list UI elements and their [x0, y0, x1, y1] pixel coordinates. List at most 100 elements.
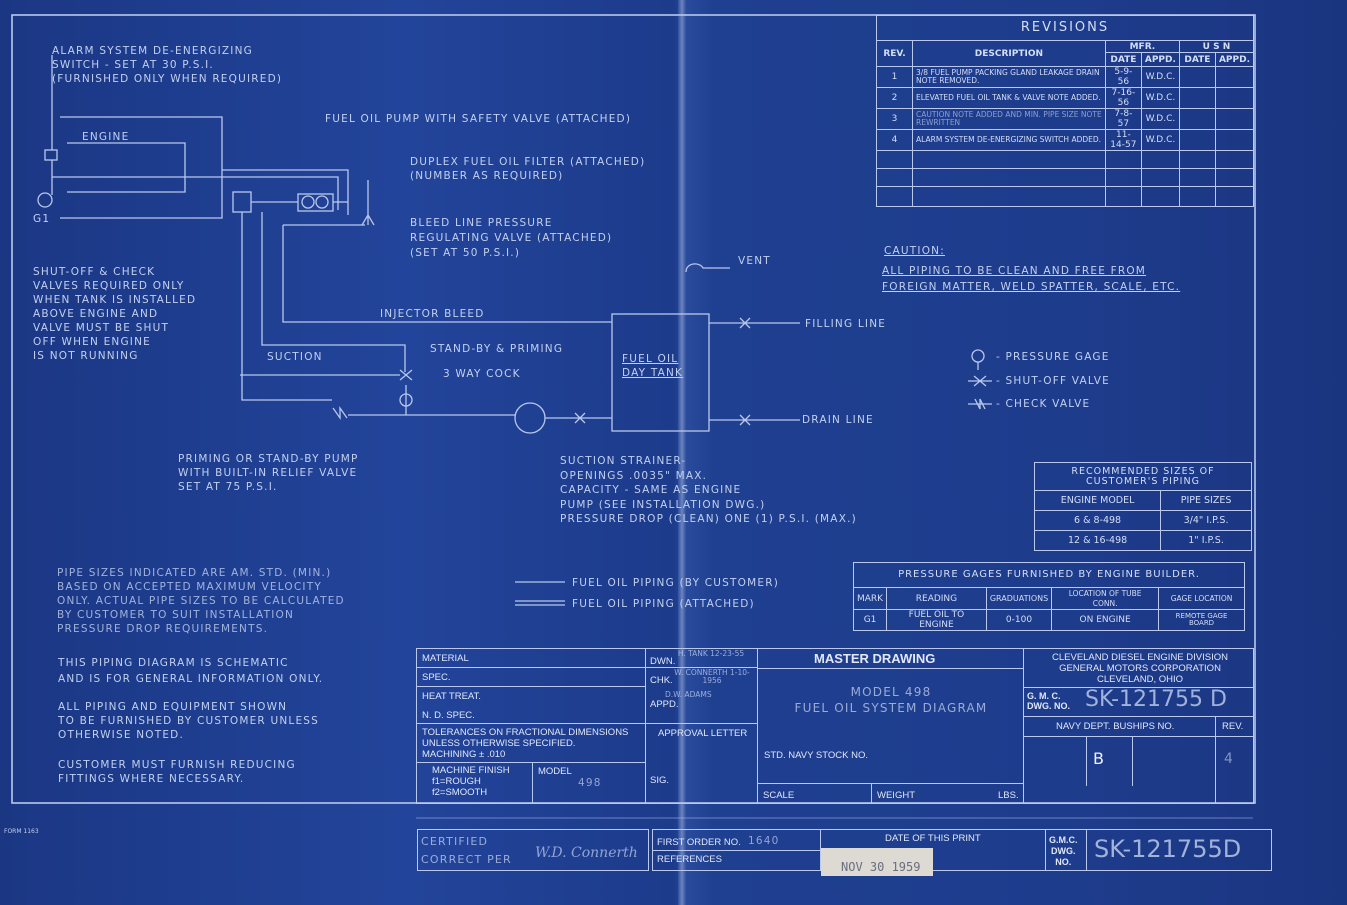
title-block: [416, 648, 1254, 804]
rev-description: CAUTION NOTE ADDED AND MIN. PIPE SIZE NO…: [912, 108, 1106, 130]
col-usn-appd: APPD.: [1214, 52, 1255, 67]
fuel-line-return: [52, 176, 339, 210]
label-weight: WEIGHT: [877, 790, 915, 801]
drawing-size: B: [1093, 749, 1106, 768]
label-suction: SUCTION: [267, 351, 323, 363]
engine-outline: [60, 116, 223, 219]
pipe-size: 3/4" I.P.S.: [1160, 510, 1252, 531]
legend-check-valve: - CHECK VALVE: [996, 398, 1091, 410]
pressure-gages-table: PRESSURE GAGES FURNISHED BY ENGINE BUILD…: [852, 562, 1245, 631]
col-reading: READING: [886, 587, 987, 610]
form-number: FORM 1163: [4, 828, 39, 835]
col-pipe-sizes: PIPE SIZES: [1160, 490, 1252, 511]
rev-description: ALARM SYSTEM DE-ENERGIZING SWITCH ADDED.: [912, 129, 1106, 151]
label-engine: ENGINE: [82, 131, 130, 143]
legend-customer-piping: FUEL OIL PIPING (BY CUSTOMER): [572, 577, 780, 589]
label-approval-letter: APPROVAL LETTER: [658, 728, 748, 739]
label-date-of-print: DATE OF THIS PRINT: [885, 833, 981, 844]
note-furnished: ALL PIPING AND EQUIPMENT SHOWN TO BE FUR…: [58, 701, 320, 741]
rev-appd: W.D.C.: [1140, 129, 1180, 151]
label-tolerances: TOLERANCES ON FRACTIONAL DIMENSIONS UNLE…: [422, 727, 629, 760]
chk-value: W. CONNERTH 1-10-1956: [674, 668, 750, 685]
rev-number: 3: [876, 108, 913, 130]
col-mfr-date: DATE: [1104, 52, 1142, 67]
certifier-signature: W.D. Connerth: [535, 845, 638, 861]
label-navy-stock: STD. NAVY STOCK NO.: [764, 750, 868, 761]
label-references: REFERENCES: [657, 854, 722, 865]
pipe-size: 1" I.P.S.: [1160, 530, 1252, 551]
rev-date: 5-9-56: [1104, 66, 1142, 88]
suction-line: [241, 212, 515, 416]
revisions-title: REVISIONS: [876, 15, 1254, 41]
bleed-valve-icon: [361, 180, 375, 226]
label-heat-treat: HEAT TREAT.: [422, 691, 481, 702]
label-appd: APPD.: [650, 699, 679, 710]
label-rev: REV.: [1222, 721, 1244, 732]
suction-strainer-icon: [514, 402, 546, 434]
label-model: MODEL: [538, 766, 572, 777]
note-pipe-sizes: PIPE SIZES INDICATED ARE AM. STD. (MIN.)…: [57, 567, 345, 635]
caution-title: CAUTION:: [884, 245, 945, 257]
engine-model: 6 & 8-498: [1033, 510, 1162, 531]
legend-pressure-gage: - PRESSURE GAGE: [996, 351, 1110, 363]
rev-appd: W.D.C.: [1140, 66, 1180, 88]
vent-pipe: [685, 263, 730, 273]
legend-attached-piping: FUEL OIL PIPING (ATTACHED): [572, 598, 755, 610]
revision-number: 4: [1224, 751, 1235, 767]
standby-line: [240, 212, 406, 376]
fuel-pump-icon: [232, 191, 252, 213]
rev-date: 7-8-57: [1104, 108, 1142, 130]
fuel-line-supply: [222, 169, 349, 215]
label-buships: NAVY DEPT. BUSHIPS NO.: [1056, 721, 1175, 732]
drawing-number: SK-121755 D: [1085, 687, 1227, 712]
pipe-table-title: RECOMMENDED SIZES OF CUSTOMER'S PIPING: [1034, 462, 1252, 491]
col-graduations: GRADUATIONS: [985, 587, 1053, 610]
day-tank-outline: [611, 313, 710, 432]
note-reducing: CUSTOMER MUST FURNISH REDUCING FITTINGS …: [58, 759, 296, 785]
certified-box: [417, 829, 649, 871]
rev-appd: W.D.C.: [1140, 108, 1180, 130]
col-engine-model: ENGINE MODEL: [1033, 490, 1162, 511]
label-chk: CHK.: [650, 675, 673, 686]
three-way-cock-icon: [399, 369, 413, 381]
caution-text: ALL PIPING TO BE CLEAN AND FREE FROM FOR…: [882, 265, 1181, 293]
label-lbs: LBS.: [998, 790, 1019, 801]
label-drain-line: DRAIN LINE: [802, 414, 874, 426]
note-suction-strainer: SUCTION STRAINER- OPENINGS .0035" MAX. C…: [560, 455, 857, 525]
label-nd-spec: N. D. SPEC.: [422, 710, 475, 721]
alarm-switch-icon: [44, 149, 58, 161]
label-three-way-cock: 3 WAY COCK: [443, 368, 521, 380]
col-description: DESCRIPTION: [912, 40, 1106, 67]
certified-label: CERTIFIED CORRECT PER: [421, 835, 512, 866]
col-usn: U S N: [1178, 40, 1255, 53]
print-date-stamp: NOV 30 1959: [821, 848, 933, 876]
engine-inner: [67, 142, 186, 193]
col-usn-date: DATE: [1178, 52, 1216, 67]
col-mfr: MFR.: [1104, 40, 1180, 53]
dwn-value: H. TANK 12-23-55: [677, 649, 745, 658]
label-filling-line: FILLING LINE: [805, 318, 887, 330]
drawing-title: MODEL 498 FUEL OIL SYSTEM DIAGRAM: [794, 685, 988, 715]
label-bottom-dwg-no: G.M.C. DWG. NO.: [1049, 835, 1078, 867]
label-sig: SIG.: [650, 775, 670, 786]
note-alarm-switch: ALARM SYSTEM DE-ENERGIZING SWITCH - SET …: [52, 45, 283, 85]
engine-model: 12 & 16-498: [1033, 530, 1162, 551]
legend-shutoff-valve: - SHUT-OFF VALVE: [996, 375, 1110, 387]
gage-table-title: PRESSURE GAGES FURNISHED BY ENGINE BUILD…: [853, 562, 1245, 588]
label-standby-priming: STAND-BY & PRIMING: [430, 343, 564, 355]
check-valve-icon: [332, 405, 348, 421]
label-dwg-no: G. M. C. DWG. NO.: [1027, 691, 1070, 711]
note-bleed-valve: BLEED LINE PRESSURE REGULATING VALVE (AT…: [410, 217, 613, 259]
rev-appd: W.D.C.: [1140, 87, 1180, 109]
gage-reading: FUEL OIL TO ENGINE: [886, 609, 987, 631]
col-mark: MARK: [852, 587, 888, 610]
label-machine-finish: MACHINE FINISH f1=ROUGH f2=SMOOTH: [432, 765, 510, 798]
label-dwn: DWN.: [650, 656, 676, 667]
gage-graduations: 0-100: [985, 609, 1053, 631]
rev-number: 4: [876, 129, 913, 151]
rev-date: 7-16-56: [1104, 87, 1142, 109]
